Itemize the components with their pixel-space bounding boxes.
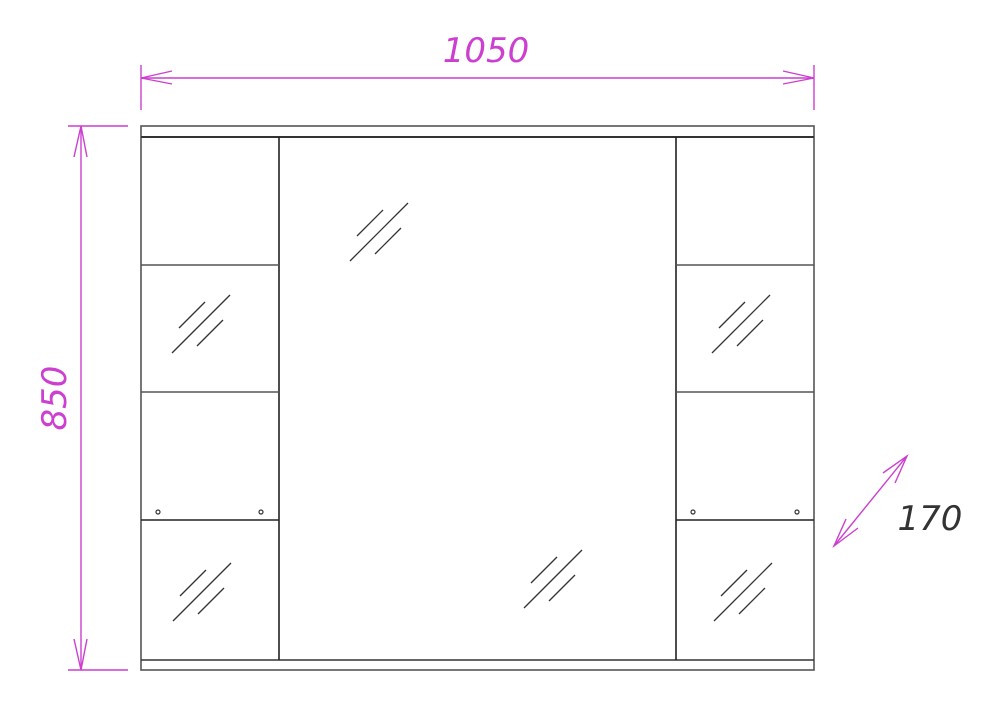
arrow-down-left-icon: [832, 518, 859, 549]
depth-dimension: [832, 453, 909, 549]
height-dimension: [68, 125, 128, 671]
height-label: 850: [35, 366, 75, 431]
depth-label: 170: [898, 499, 963, 539]
screw-icon: [258, 509, 264, 515]
right-door-glass-mark: [711, 294, 771, 354]
mirror-glass-mark: [349, 202, 409, 262]
arrow-up-right-icon: [882, 453, 909, 484]
cabinet-frame: [140, 125, 815, 671]
screw-icon: [690, 509, 696, 515]
arrow-right-icon: [782, 70, 815, 85]
mirror-glass-mark: [523, 549, 583, 609]
right-door-glass-mark: [713, 562, 773, 622]
arrow-up-icon: [73, 125, 88, 158]
width-label: 1050: [443, 31, 530, 71]
arrow-left-icon: [140, 70, 173, 85]
screw-icon: [155, 509, 161, 515]
width-dimension: [140, 65, 815, 110]
arrow-down-icon: [73, 638, 88, 671]
left-door-glass-mark: [172, 562, 232, 622]
cabinet-outline: [140, 125, 815, 671]
left-door-glass-mark: [171, 294, 231, 354]
screw-icon: [794, 509, 800, 515]
